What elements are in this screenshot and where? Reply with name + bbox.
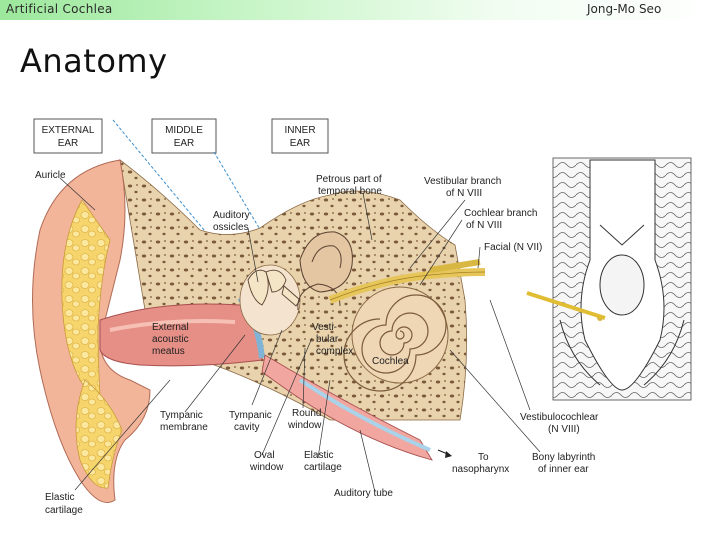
label-tympanic-cavity: Tympanic cavity (229, 410, 272, 433)
label-auditory-tube: Auditory tube (334, 488, 393, 499)
label-petrous: Petrous part of temporal bone (316, 174, 382, 197)
svg-text:meatus: meatus (152, 346, 185, 357)
svg-text:Auricle: Auricle (35, 170, 66, 181)
svg-text:Bony labyrinth: Bony labyrinth (532, 452, 595, 463)
svg-text:cavity: cavity (234, 422, 260, 433)
svg-text:of N VIII: of N VIII (446, 188, 482, 199)
region-external-line2: EAR (58, 138, 79, 149)
svg-text:Cochlea: Cochlea (372, 356, 409, 367)
label-elastic-cartilage-mid: Elastic cartilage (304, 450, 342, 473)
svg-text:membrane: membrane (160, 422, 208, 433)
svg-text:Vesti-: Vesti- (312, 322, 337, 333)
svg-text:Tympanic: Tympanic (229, 410, 272, 421)
vestibular-complex-shape (297, 231, 353, 311)
region-middle-line2: EAR (174, 138, 195, 149)
label-auricle: Auricle (35, 170, 66, 181)
region-box-external: EXTERNAL EAR (33, 118, 103, 154)
header-bar (0, 0, 720, 20)
label-bony-labyrinth: Bony labyrinth of inner ear (532, 452, 595, 475)
label-vestibular-complex: Vesti- bular complex (312, 322, 353, 357)
svg-text:of N VIII: of N VIII (466, 220, 502, 231)
svg-text:Vestibular branch: Vestibular branch (424, 176, 501, 187)
svg-text:Auditory tube: Auditory tube (334, 488, 393, 499)
label-vestibular-branch: Vestibular branch of N VIII (424, 176, 501, 199)
label-elastic-cartilage-left: Elastic cartilage (45, 492, 83, 516)
svg-text:Elastic: Elastic (45, 492, 74, 503)
label-cochlea: Cochlea (372, 356, 409, 367)
svg-text:Vestibulocochlear: Vestibulocochlear (520, 412, 599, 423)
svg-text:Cochlear branch: Cochlear branch (464, 208, 537, 219)
svg-text:Auditory: Auditory (213, 210, 250, 221)
svg-text:cartilage: cartilage (45, 505, 83, 516)
svg-text:To: To (478, 452, 489, 463)
svg-text:nasopharynx: nasopharynx (452, 464, 509, 475)
svg-text:cartilage: cartilage (304, 462, 342, 473)
svg-text:Tympanic: Tympanic (160, 410, 203, 421)
header-author: Jong-Mo Seo (587, 2, 662, 16)
divider-external-middle (112, 119, 263, 301)
svg-text:(N VIII): (N VIII) (548, 424, 580, 435)
svg-text:External: External (152, 322, 189, 333)
svg-text:Elastic: Elastic (304, 450, 333, 461)
lower-cartilage (75, 379, 123, 489)
label-external-meatus: External acoustic meatus (152, 322, 189, 357)
svg-text:Petrous part of: Petrous part of (316, 174, 382, 185)
label-round-window: Round window (287, 408, 322, 431)
region-middle-line1: MIDDLE (165, 125, 203, 136)
svg-text:Facial (N VII): Facial (N VII) (484, 242, 542, 253)
slide-title: Anatomy (20, 42, 168, 80)
label-vestibulocochlear: Vestibulocochlear (N VIII) (520, 412, 599, 435)
svg-text:of inner ear: of inner ear (538, 464, 589, 475)
svg-text:Round: Round (292, 408, 321, 419)
region-external-line1: EXTERNAL (42, 125, 95, 136)
label-facial: Facial (N VII) (484, 242, 542, 253)
svg-text:Oval: Oval (254, 450, 275, 461)
svg-text:bular: bular (316, 334, 339, 345)
svg-text:ossicles: ossicles (213, 222, 249, 233)
svg-text:complex: complex (316, 346, 353, 357)
nerves-shape (328, 259, 486, 304)
label-auditory-ossicles: Auditory ossicles (213, 210, 250, 233)
svg-text:temporal bone: temporal bone (318, 186, 382, 197)
region-box-middle: MIDDLE EAR (151, 118, 217, 154)
label-nasopharynx: To nasopharynx (452, 452, 509, 475)
label-tympanic-membrane: Tympanic membrane (160, 410, 208, 433)
region-inner-line2: EAR (290, 138, 311, 149)
header-course-title: Artificial Cochlea (6, 2, 113, 16)
cochlea-shape (343, 286, 449, 392)
brainstem-inset (526, 157, 692, 401)
label-cochlear-branch: Cochlear branch of N VIII (464, 208, 537, 231)
label-oval-window: Oval window (249, 450, 284, 473)
svg-text:acoustic: acoustic (152, 334, 189, 345)
region-inner-line1: INNER (284, 125, 315, 136)
svg-text:window: window (287, 420, 322, 431)
ossicles-shape (247, 269, 301, 307)
region-box-inner: INNER EAR (271, 118, 329, 154)
svg-text:window: window (249, 462, 284, 473)
leader-lines (59, 177, 541, 493)
